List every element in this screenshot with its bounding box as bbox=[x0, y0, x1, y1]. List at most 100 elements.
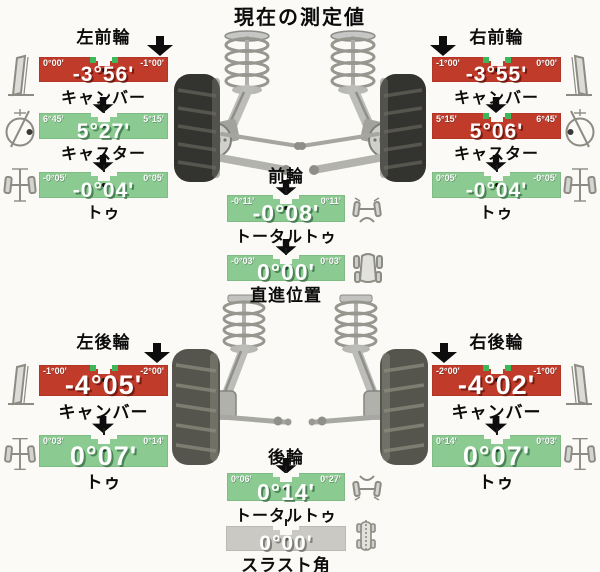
front-right-wheel-header: 右前輪 bbox=[469, 28, 524, 47]
front-left-camber-value: -3°56' bbox=[72, 63, 135, 86]
reading-dot bbox=[494, 68, 499, 72]
reading-dot bbox=[284, 537, 288, 541]
rear-right-camber-value: -4°02' bbox=[457, 370, 536, 400]
rear-left-wheel-header: 左後輪 bbox=[76, 333, 131, 352]
rear-left-toe-bar: 0°03' 0°14' 0°07' bbox=[39, 428, 168, 471]
range-max-label: 0°00' bbox=[536, 58, 557, 68]
front-left-wheel-header: 左前輪 bbox=[76, 28, 131, 47]
target-mark bbox=[504, 365, 511, 371]
front-right-caster-bar: 5°15' 6°45' 5°06' bbox=[432, 113, 561, 143]
camber-lean-icon bbox=[564, 53, 596, 99]
reading-dot bbox=[494, 183, 499, 187]
range-min-label: 5°15' bbox=[436, 114, 457, 124]
thrust-angle-bar: 0°00' bbox=[226, 519, 346, 554]
front-right-toe-value: -0°04' bbox=[465, 179, 528, 202]
front-right-caster-value: 5°06' bbox=[469, 120, 524, 143]
rear-right-toe-value: 0°07' bbox=[462, 441, 531, 471]
rear-right-toe-label: トゥ bbox=[478, 473, 515, 492]
range-max-label: 0°27' bbox=[320, 474, 341, 484]
camber-lean-icon bbox=[4, 53, 36, 99]
range-min-label: -0°11' bbox=[231, 196, 255, 206]
center-tick bbox=[495, 428, 498, 435]
range-min-label: 0°00' bbox=[43, 58, 64, 68]
center-tick bbox=[102, 165, 105, 172]
range-max-label: 0°05' bbox=[143, 173, 164, 183]
rear-right-toe-bar: 0°14' 0°03' 0°07' bbox=[432, 428, 561, 471]
toe-topview-icon bbox=[562, 431, 598, 477]
front-right-caster-label: キャスター bbox=[453, 146, 539, 163]
front-right-toe-label: トゥ bbox=[479, 205, 514, 222]
rear-left-toe-label: トゥ bbox=[85, 473, 122, 492]
target-mark bbox=[89, 365, 96, 371]
camber-lean-icon bbox=[4, 361, 36, 409]
reading-dot bbox=[494, 448, 499, 452]
range-min-label: -1°00' bbox=[436, 58, 460, 68]
reading-dot bbox=[284, 266, 288, 270]
reading-dot bbox=[101, 124, 106, 128]
center-tick bbox=[285, 248, 287, 255]
front-total-toe-label: トータルトゥ bbox=[234, 229, 337, 246]
rear-left-camber-bar: -1°00' -2°00' -4°05' bbox=[39, 365, 168, 400]
range-max-label: -1°00' bbox=[140, 58, 164, 68]
target-mark bbox=[111, 57, 118, 63]
toe-topview-icon bbox=[562, 161, 598, 209]
rear-right-wheel-header: 右後輪 bbox=[469, 333, 524, 352]
target-mark bbox=[89, 57, 96, 63]
reading-dot bbox=[284, 486, 288, 490]
rear-left-camber-value: -4°05' bbox=[64, 370, 143, 400]
target-mark bbox=[504, 57, 511, 63]
center-tick bbox=[285, 466, 287, 473]
range-max-label: 0°11' bbox=[320, 196, 341, 206]
front-left-toe-label: トゥ bbox=[86, 205, 121, 222]
front-total-toe-value: -0°08' bbox=[252, 200, 320, 226]
down-arrow-icon bbox=[485, 97, 507, 113]
straight-ahead-value: 0°00' bbox=[256, 259, 316, 285]
range-max-label: -1°00' bbox=[533, 366, 557, 376]
front-left-camber-bar: 0°00' -1°00' -3°56' bbox=[39, 57, 168, 86]
reading-dot bbox=[494, 378, 499, 382]
car-rear-toe-icon bbox=[352, 472, 382, 504]
range-max-label: 0°03' bbox=[320, 256, 341, 266]
thrust-angle-label: スラスト角 bbox=[241, 556, 331, 572]
range-max-label: 6°45' bbox=[536, 114, 557, 124]
reading-dot bbox=[494, 124, 499, 128]
range-min-label: 0°03' bbox=[43, 436, 64, 446]
range-min-label: -2°00' bbox=[436, 366, 460, 376]
toe-topview-icon bbox=[2, 161, 38, 209]
center-tick bbox=[285, 519, 287, 526]
reading-dot bbox=[101, 68, 106, 72]
front-left-caster-value: 5°27' bbox=[76, 120, 131, 143]
range-min-label: 0°06' bbox=[231, 474, 252, 484]
front-total-toe-bar: -0°11' 0°11' -0°08' bbox=[227, 188, 345, 226]
rear-right-camber-label: キャンバー bbox=[451, 403, 542, 422]
page-title: 現在の測定値 bbox=[234, 7, 366, 29]
center-tick bbox=[285, 188, 287, 195]
range-min-label: 6°45' bbox=[43, 114, 64, 124]
thrust-car-icon bbox=[355, 519, 377, 553]
rear-left-toe-value: 0°07' bbox=[69, 441, 138, 471]
target-mark bbox=[482, 365, 489, 371]
front-right-camber-bar: -1°00' 0°00' -3°55' bbox=[432, 57, 561, 85]
down-arrow-icon bbox=[431, 343, 457, 363]
reading-dot bbox=[284, 206, 288, 210]
front-left-toe-bar: -0°05' 0°05' -0°04' bbox=[39, 165, 168, 201]
front-left-caster-bar: 6°45' 5°15' 5°27' bbox=[39, 106, 168, 143]
range-max-label: 5°15' bbox=[143, 114, 164, 124]
target-mark bbox=[482, 113, 489, 119]
front-right-toe-bar: 0°05' -0°05' -0°04' bbox=[432, 165, 561, 202]
caster-axis-icon bbox=[2, 107, 38, 149]
range-max-label: -0°05' bbox=[533, 173, 557, 183]
range-min-label: 0°14' bbox=[436, 436, 457, 446]
reading-dot bbox=[101, 378, 106, 382]
center-tick bbox=[495, 165, 498, 172]
range-min-label: -1°00' bbox=[43, 366, 67, 376]
range-min-label: -0°05' bbox=[43, 173, 67, 183]
down-arrow-icon bbox=[147, 36, 173, 56]
range-max-label: 0°14' bbox=[143, 436, 164, 446]
target-mark bbox=[504, 113, 511, 119]
range-max-label: 0°03' bbox=[536, 436, 557, 446]
caster-axis-icon bbox=[562, 107, 598, 149]
center-tick bbox=[102, 428, 105, 435]
straight-ahead-label: 直進位置 bbox=[250, 286, 322, 305]
